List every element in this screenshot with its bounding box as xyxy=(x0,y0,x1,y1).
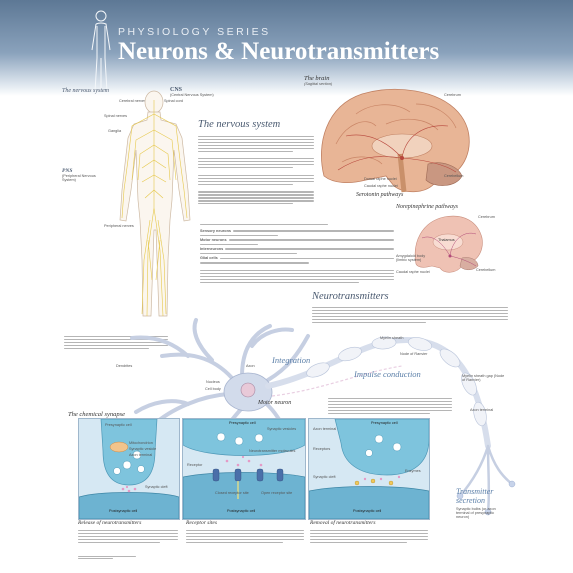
spinal-cord-label: Spinal cord xyxy=(164,99,183,103)
release-axon-terminal-label: Axon terminal xyxy=(129,453,153,457)
page-title: Neurons & Neurotransmitters xyxy=(118,38,440,65)
receptor-synapse-illustration xyxy=(183,419,305,519)
motor-neuron-label: Motor neuron xyxy=(258,400,292,406)
synaptic-bulbs-label: Synaptic bulbs (or axon terminal of pres… xyxy=(456,507,496,519)
removal-enzymes-label: Enzymes xyxy=(405,469,421,473)
sensory-neurons-term: Sensory neurons xyxy=(200,228,232,233)
removal-synapse-illustration xyxy=(309,419,429,519)
dorsal-raphe-label: Dorsal raphe nuclei xyxy=(364,177,397,181)
removal-panel: Presynaptic cell Axon terminal Receptors… xyxy=(308,418,430,520)
neurotransmitters-heading: Neurotransmitters xyxy=(312,291,389,302)
norepinephrine-title: Norepinephrine pathways xyxy=(396,204,458,210)
human-silhouette-icon xyxy=(91,10,111,93)
neurotransmitters-intro-text xyxy=(312,305,508,325)
receptor-label: Receptor xyxy=(187,463,203,467)
integration-label: Integration xyxy=(272,355,311,365)
axon-label: Axon xyxy=(246,364,255,368)
removal-presynaptic-label: Presynaptic cell xyxy=(371,421,398,425)
series-label: PHYSIOLOGY SERIES xyxy=(118,26,271,38)
nervous-system-paragraphs xyxy=(198,134,314,206)
copyright-footer xyxy=(78,554,136,561)
pns-label: PNS (Peripheral Nervous System) xyxy=(62,168,96,182)
brain-title: The brain (Sagittal section) xyxy=(304,75,333,86)
receptor-presynaptic-label: Presynaptic cell xyxy=(229,421,256,425)
release-presynaptic-label: Presynaptic cell xyxy=(105,423,132,427)
peripheral-nerves-label: Peripheral nerves xyxy=(104,224,134,228)
impulse-conduction-label: Impulse conduction xyxy=(354,369,421,379)
receptor-caption: Receptor sites xyxy=(186,520,218,526)
myelin-gap-label: Myelin sheath gap (Node of Ranvier) xyxy=(462,374,505,382)
spinal-nerves-label: Spinal nerves xyxy=(104,114,128,118)
interneurons-term: Interneurons xyxy=(200,247,224,252)
norepinephrine-brain-illustration xyxy=(414,215,483,273)
brain-cerebellum-label: Cerebellum xyxy=(444,174,464,178)
nervous-system-illustration xyxy=(119,90,191,317)
open-receptor-label: Open receptor site xyxy=(261,491,293,495)
dendrites-label: Dendrites xyxy=(116,364,133,368)
removal-caption: Removal of neurotransmitters xyxy=(310,520,376,526)
removal-receptors-label: Receptors xyxy=(313,447,331,451)
receptor-panel: Presynaptic cell Synaptic vesicles Neuro… xyxy=(182,418,306,520)
brain-cerebrum-label: Cerebrum xyxy=(444,93,461,97)
release-description xyxy=(78,528,178,545)
receptor-nt-molecules-label: Neurotransmitter molecules xyxy=(249,449,296,453)
release-cleft-label: Synaptic cleft xyxy=(145,485,168,489)
receptor-vesicles-label: Synaptic vesicles xyxy=(267,427,297,431)
release-mitochondrion-label: Mitochondrion xyxy=(129,441,153,445)
serotonin-pathways-label: Serotonin pathways xyxy=(356,192,404,198)
brain-sagittal-illustration xyxy=(321,88,470,193)
ne-cerebrum-label: Cerebrum xyxy=(478,215,495,219)
removal-postsynaptic-label: Postsynaptic cell xyxy=(353,509,382,513)
receptor-postsynaptic-label: Postsynaptic cell xyxy=(227,509,256,513)
node-of-ranvier-label: Node of Ranvier xyxy=(400,352,428,356)
nervous-system-functions-text: Sensory neurons Motor neurons Interneuro… xyxy=(200,222,394,285)
cell-body-label: Cell body xyxy=(205,387,221,391)
axon-terminal-label: Axon terminal xyxy=(470,408,494,412)
release-synapse-illustration xyxy=(79,419,179,519)
closed-receptor-label: Closed receptor site xyxy=(215,491,249,495)
neuron-signal-text xyxy=(64,334,168,351)
transmitter-secretion-label: Transmitter secretion xyxy=(456,487,494,505)
removal-description xyxy=(310,528,428,545)
amygdala-label: Amygdaloid body (limbic system) xyxy=(396,254,426,262)
chemical-synapse-title: The chemical synapse xyxy=(68,411,126,418)
cns-label: CNS (Central Nervous System) xyxy=(170,87,214,97)
impulse-conduction-text xyxy=(328,396,452,416)
motor-neurons-term: Motor neurons xyxy=(200,237,227,242)
motor-neuron-illustration xyxy=(130,318,516,516)
nervous-system-figure-title: The nervous system xyxy=(62,88,109,94)
release-postsynaptic-label: Postsynaptic cell xyxy=(109,509,138,513)
ne-caudal-raphe-label: Caudal raphe nuclei xyxy=(396,270,430,274)
caudal-raphe-label: Caudal raphe nuclei xyxy=(364,184,398,188)
nucleus-label: Nucleus xyxy=(206,380,220,384)
thalamus-label: Thalamus xyxy=(438,238,455,242)
release-caption: Release of neurotransmitters xyxy=(78,520,142,526)
release-panel: Presynaptic cell Mitochondrion Synaptic … xyxy=(78,418,180,520)
receptor-description xyxy=(186,528,304,545)
ganglia-label: Ganglia xyxy=(108,129,122,133)
release-vesicle-label: Synaptic vesicle xyxy=(129,447,157,451)
removal-axon-terminal-label: Axon terminal xyxy=(313,427,337,431)
ne-cerebellum-label: Cerebellum xyxy=(476,268,496,272)
nervous-system-text-heading: The nervous system xyxy=(198,119,281,130)
removal-cleft-label: Synaptic cleft xyxy=(313,475,336,479)
glial-cells-term: Glial cells xyxy=(200,256,218,261)
cerebral-nerves-label: Cerebral nerves xyxy=(119,99,147,103)
myelin-sheath-label: Myelin sheath xyxy=(380,336,404,340)
